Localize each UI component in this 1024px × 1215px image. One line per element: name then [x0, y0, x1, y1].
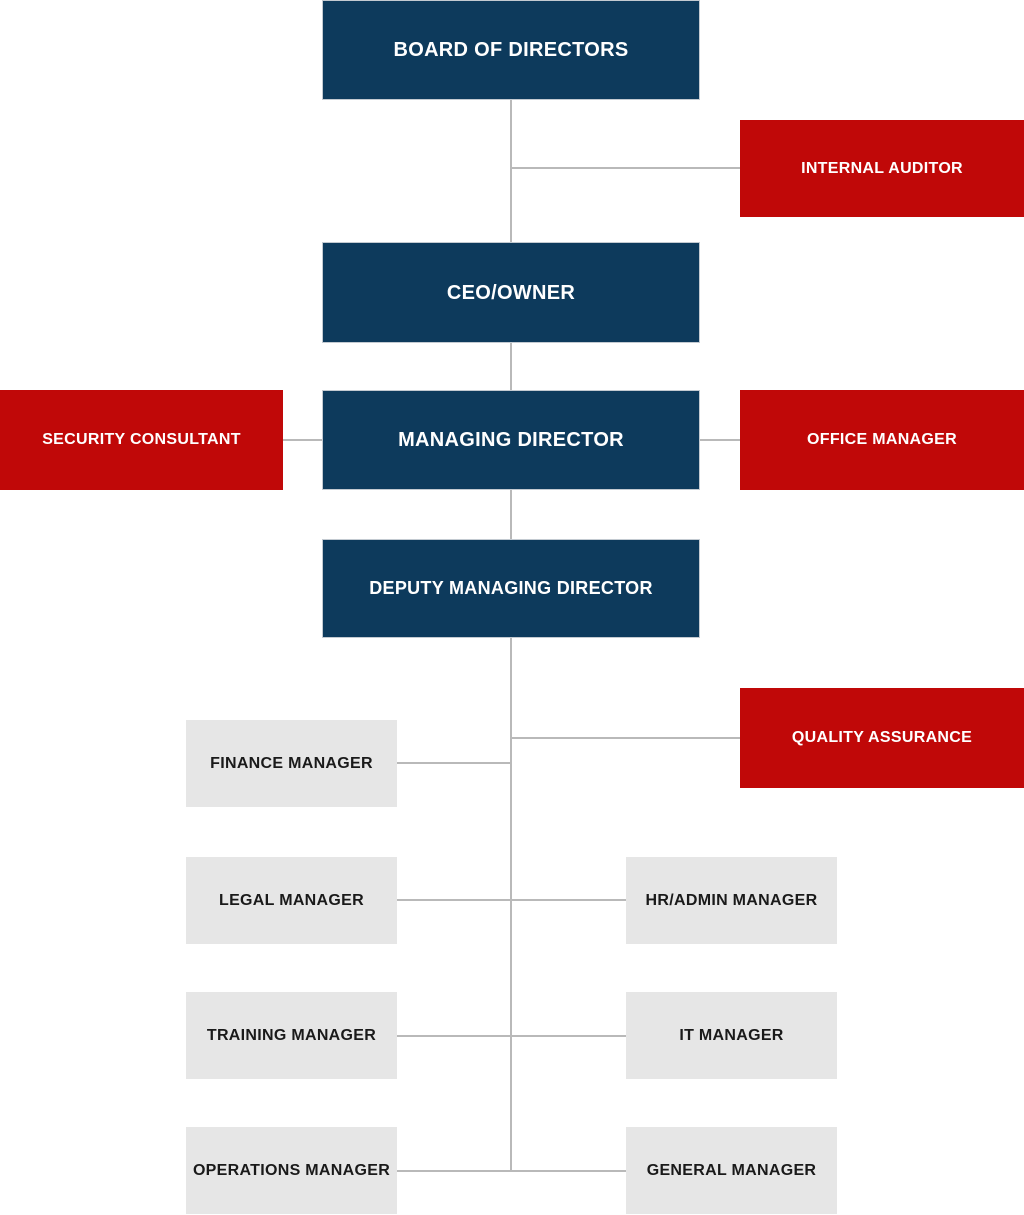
org-node-operations-manager: OPERATIONS MANAGER: [186, 1127, 397, 1214]
org-node-deputy-managing-director: DEPUTY MANAGING DIRECTOR: [322, 539, 700, 638]
org-node-office-manager: OFFICE MANAGER: [740, 390, 1024, 490]
connector-legal-hr: [397, 899, 626, 901]
connector-training-it: [397, 1035, 626, 1037]
org-node-quality-assurance: QUALITY ASSURANCE: [740, 688, 1024, 788]
org-node-hr-admin-manager: HR/ADMIN MANAGER: [626, 857, 837, 944]
connector-ceo-managing-director: [510, 343, 512, 390]
org-node-ceo-owner: CEO/OWNER: [322, 242, 700, 343]
connector-quality-assurance: [512, 737, 740, 739]
org-node-it-manager: IT MANAGER: [626, 992, 837, 1079]
connector-internal-auditor: [512, 167, 740, 169]
org-node-finance-manager: FINANCE MANAGER: [186, 720, 397, 807]
connector-operations-general: [397, 1170, 626, 1172]
connector-finance-manager: [397, 762, 510, 764]
org-node-legal-manager: LEGAL MANAGER: [186, 857, 397, 944]
connector-board-ceo: [510, 100, 512, 242]
org-node-security-consultant: SECURITY CONSULTANT: [0, 390, 283, 490]
org-node-general-manager: GENERAL MANAGER: [626, 1127, 837, 1214]
org-node-training-manager: TRAINING MANAGER: [186, 992, 397, 1079]
org-node-internal-auditor: INTERNAL AUDITOR: [740, 120, 1024, 217]
connector-office-manager: [700, 439, 740, 441]
connector-trunk: [510, 638, 512, 1172]
org-node-managing-director: MANAGING DIRECTOR: [322, 390, 700, 490]
org-node-board-of-directors: BOARD OF DIRECTORS: [322, 0, 700, 100]
connector-security-consultant: [283, 439, 322, 441]
connector-managing-deputy: [510, 490, 512, 539]
